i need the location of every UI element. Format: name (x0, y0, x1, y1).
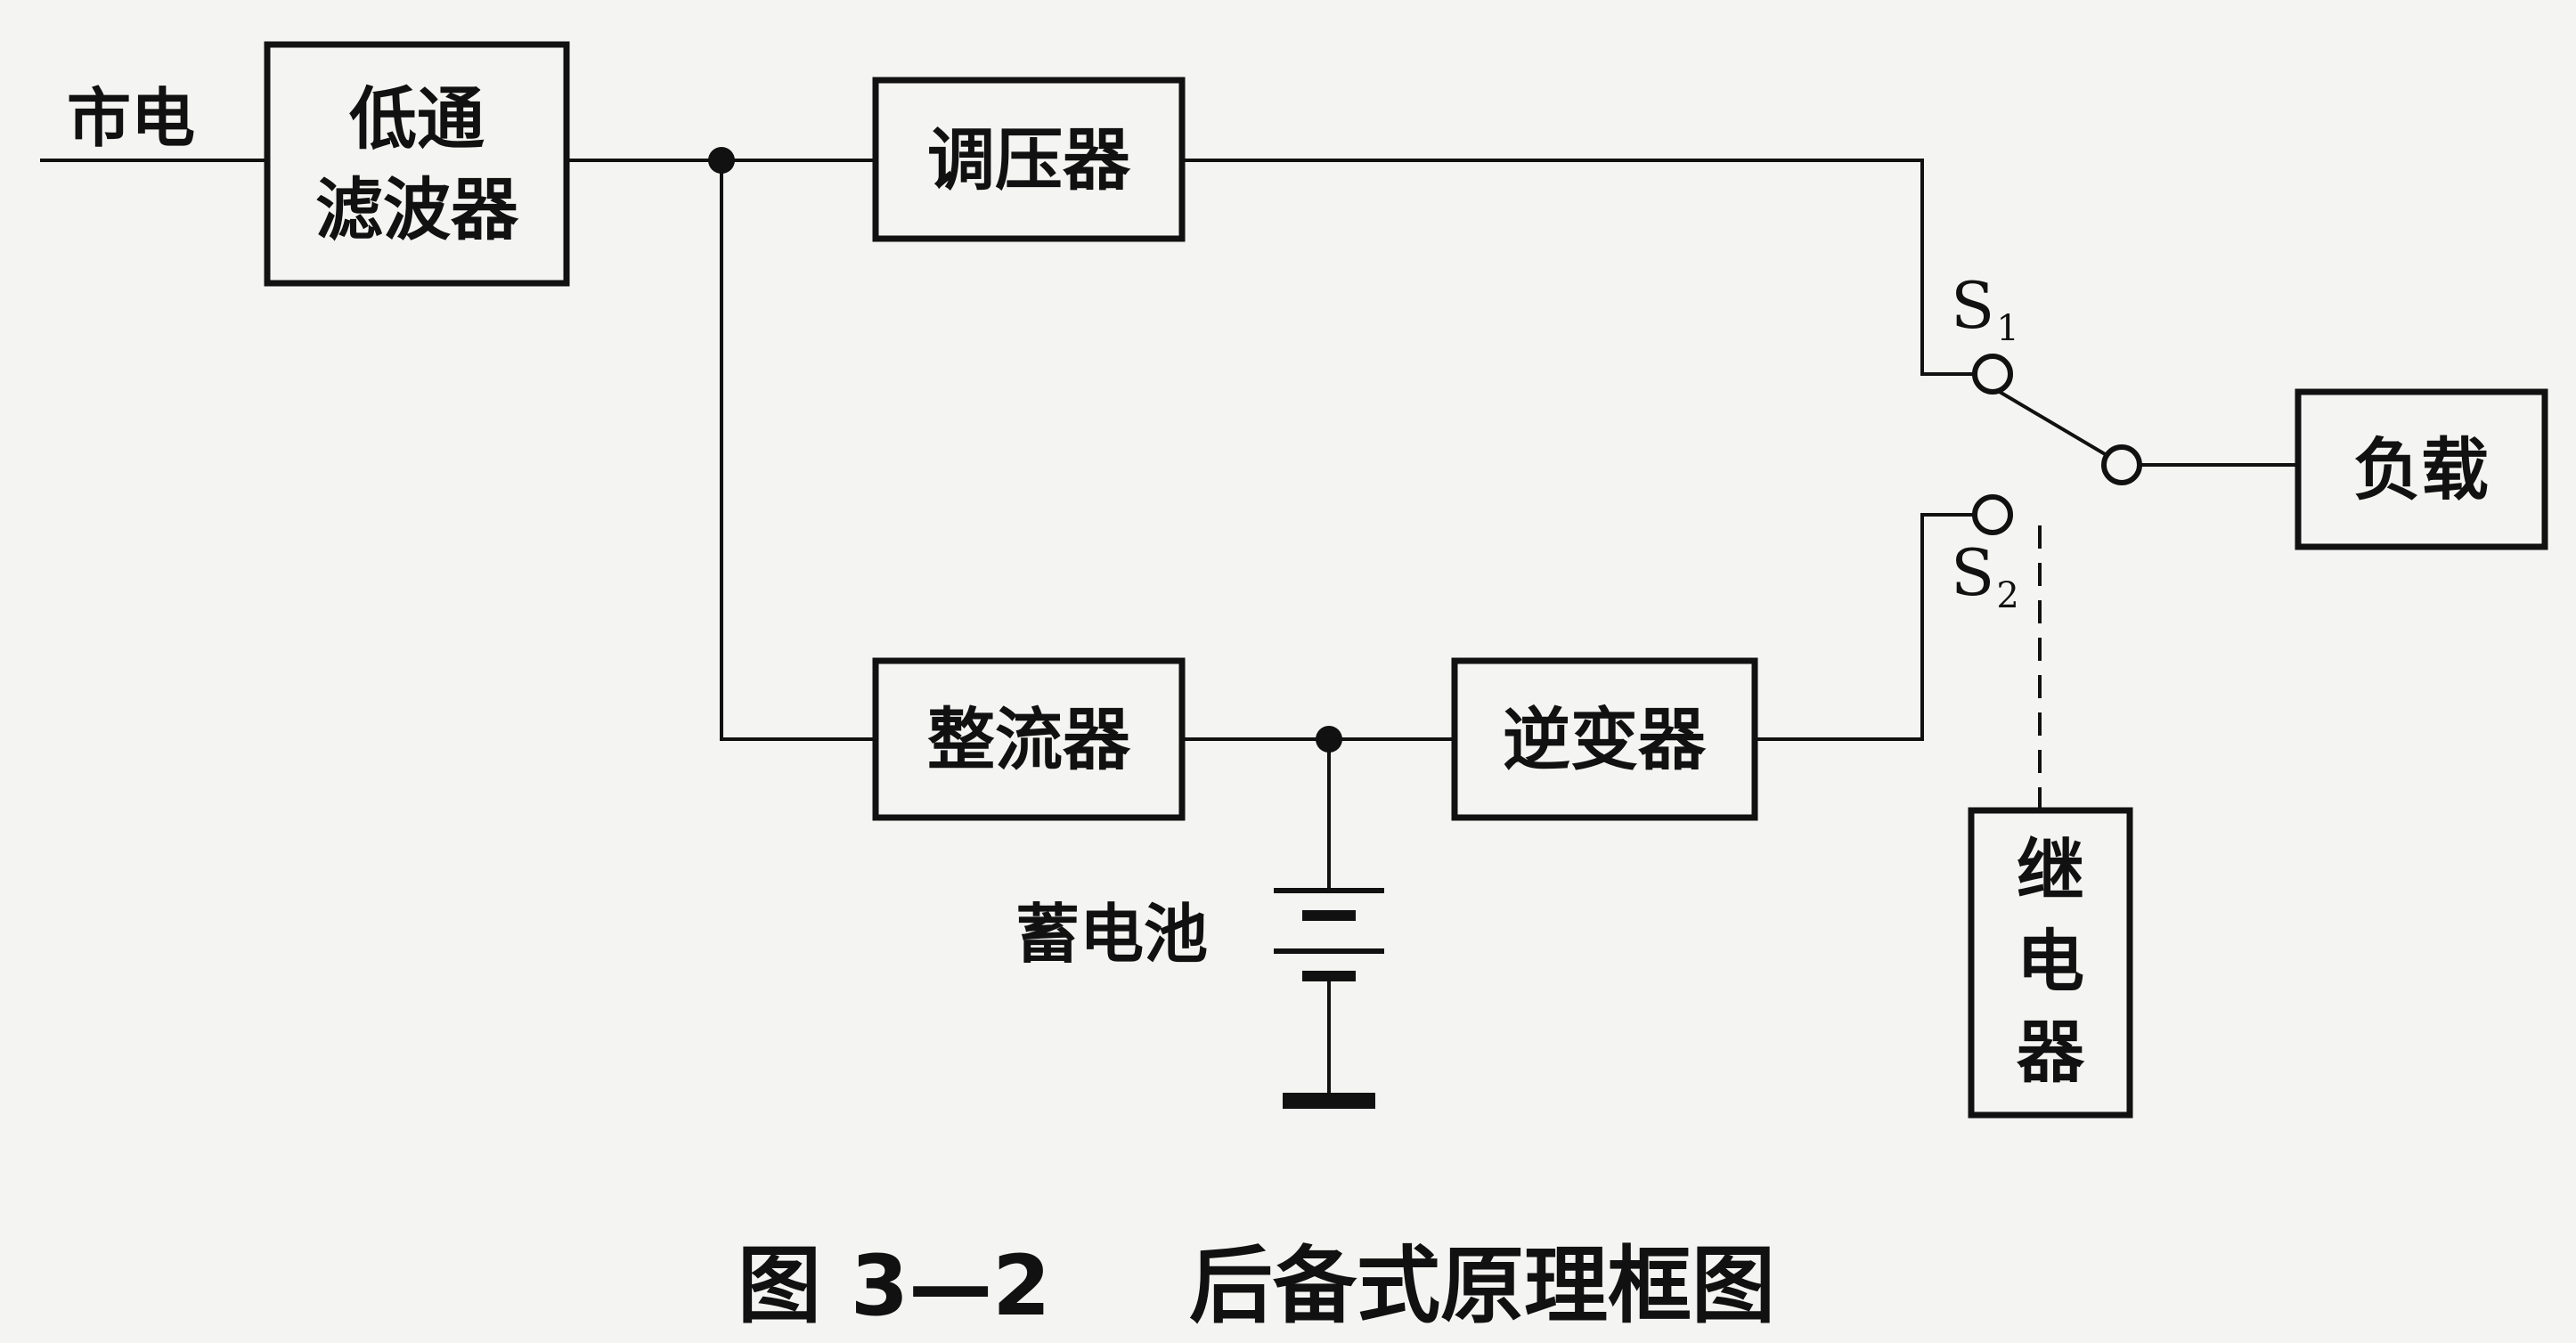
inverter-to-s2-wire (1755, 513, 1976, 741)
relay-label-char2: 电 (2017, 922, 2084, 1001)
junction-to-rectifier-wire (720, 160, 876, 741)
relay-label-char3: 器 (2017, 1013, 2085, 1092)
battery-label: 蓄电池 (1015, 897, 1208, 972)
load-label: 负载 (2353, 430, 2489, 509)
rectifier-box (872, 657, 1186, 821)
relay-label-char1: 继 (2017, 831, 2084, 910)
junction-dot-top (708, 147, 735, 174)
figure-number: 图 3—2 (738, 1238, 1051, 1335)
s1-contact (1972, 354, 2013, 395)
lowpass-filter-label-line1: 低通 (349, 79, 485, 159)
load-box (2295, 388, 2548, 550)
regulator-to-s1-wire (1182, 159, 1976, 376)
relay-box (1968, 807, 2133, 1119)
rectifier-label: 整流器 (927, 700, 1131, 779)
battery-symbol (1274, 888, 1384, 1109)
s2-label: S2 (1951, 535, 2019, 616)
lowpass-filter-label-line2: 滤波器 (315, 170, 519, 249)
figure-title: 后备式原理框图 (1189, 1238, 1775, 1335)
s1-label: S1 (1951, 268, 2019, 349)
regulator-label: 调压器 (927, 120, 1131, 199)
switch-common-contact (2101, 444, 2142, 485)
junction-dot-battery (1316, 726, 1342, 753)
lowpass-filter-box (264, 41, 570, 287)
s2-contact (1972, 494, 2013, 535)
regulator-box (872, 77, 1186, 242)
mains-label: 市电 (67, 81, 195, 156)
inverter-box (1451, 657, 1758, 821)
changeover-switch (1972, 354, 2142, 535)
inverter-label: 逆变器 (1503, 700, 1707, 779)
